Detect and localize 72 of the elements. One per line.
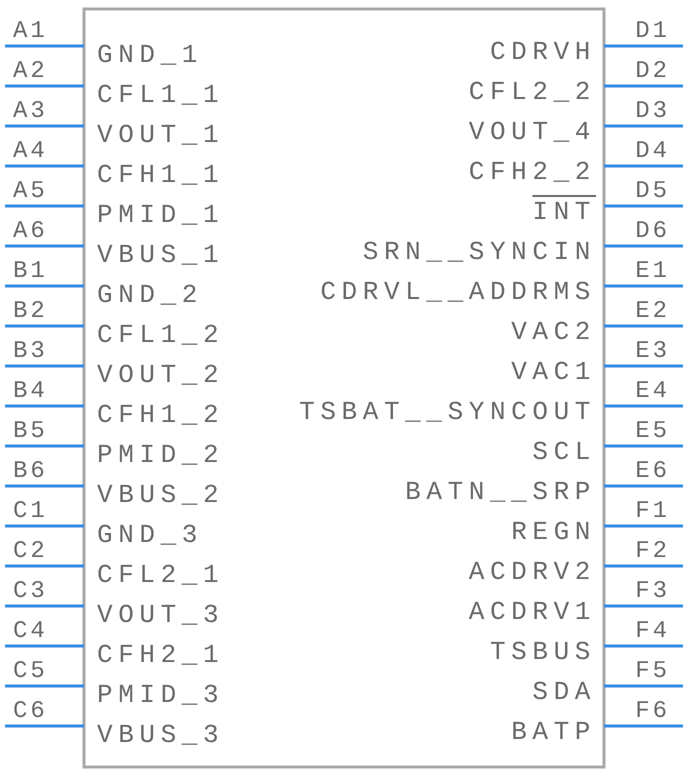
pin-name: CFL1_2	[97, 322, 224, 348]
pin-name: CFH1_2	[97, 402, 224, 428]
pin-name: CFL1_1	[97, 82, 224, 108]
pin-name: ACDRV1	[468, 599, 596, 625]
pin-number: D5	[635, 180, 670, 204]
pin-name: PMID_2	[97, 442, 224, 468]
pin-name: CFL2_2	[468, 79, 596, 105]
pin-number: E1	[635, 260, 670, 284]
pin-number: C6	[13, 700, 48, 724]
pin-number: D3	[635, 100, 670, 124]
pin-name: SCL	[532, 439, 596, 465]
pin-number: E2	[635, 300, 670, 324]
pin-number: D1	[635, 20, 670, 44]
pin-name: BATN__SRP	[405, 479, 596, 505]
pin-number: B6	[13, 460, 48, 484]
pin-name: TSBUS	[490, 639, 596, 665]
pin-name: VOUT_4	[468, 119, 596, 145]
pin-name: VAC2	[511, 319, 596, 345]
pin-number: B5	[13, 420, 48, 444]
pin-name: INT	[532, 199, 596, 225]
pin-name: VAC1	[511, 359, 596, 385]
pin-name: REGN	[511, 519, 596, 545]
pin-name: SDA	[532, 679, 596, 705]
pin-number: A4	[13, 140, 48, 164]
pin-name: CFH1_1	[97, 162, 224, 188]
pin-number: A5	[13, 180, 48, 204]
pin-name: VOUT_3	[97, 602, 224, 628]
pin-name: VOUT_2	[97, 362, 224, 388]
pin-number: F1	[635, 500, 670, 524]
pin-number: F4	[635, 620, 670, 644]
pin-number: A1	[13, 20, 48, 44]
pin-name: GND_2	[97, 282, 204, 308]
pin-number: E5	[635, 420, 670, 444]
pin-name: ACDRV2	[468, 559, 596, 585]
pin-number: F5	[635, 660, 670, 684]
pin-name: PMID_3	[97, 682, 224, 708]
pin-name: CFH2_1	[97, 642, 224, 668]
pin-name: GND_3	[97, 522, 204, 548]
pin-number: F3	[635, 580, 670, 604]
pin-name: VOUT_1	[97, 122, 224, 148]
pin-number: C5	[13, 660, 48, 684]
pin-number: A2	[13, 60, 48, 84]
pin-number: B4	[13, 380, 48, 404]
pin-name: VBUS_3	[97, 722, 224, 748]
pin-name: PMID_1	[97, 202, 224, 228]
pin-number: E4	[635, 380, 670, 404]
pin-number: D4	[635, 140, 670, 164]
pin-name: TSBAT__SYNCOUT	[299, 399, 596, 425]
pin-number: B1	[13, 260, 48, 284]
pin-number: C2	[13, 540, 48, 564]
pin-number: A6	[13, 220, 48, 244]
pin-number: F2	[635, 540, 670, 564]
pin-name: CFH2_2	[468, 159, 596, 185]
pin-name: VBUS_2	[97, 482, 224, 508]
pin-name: VBUS_1	[97, 242, 224, 268]
pin-number: C3	[13, 580, 48, 604]
pin-number: C1	[13, 500, 48, 524]
pin-name: CFL2_1	[97, 562, 224, 588]
pin-number: E6	[635, 460, 670, 484]
pin-number: A3	[13, 100, 48, 124]
pin-number: E3	[635, 340, 670, 364]
pin-number: B2	[13, 300, 48, 324]
pin-name: CDRVL__ADDRMS	[320, 279, 596, 305]
pin-name: CDRVH	[490, 39, 596, 65]
pin-number: C4	[13, 620, 48, 644]
pin-name: SRN__SYNCIN	[362, 239, 596, 265]
pin-name: BATP	[511, 719, 596, 745]
pin-number: F6	[635, 700, 670, 724]
pin-number: D2	[635, 60, 670, 84]
pin-number: B3	[13, 340, 48, 364]
pin-name: GND_1	[97, 42, 204, 68]
pin-number: D6	[635, 220, 670, 244]
